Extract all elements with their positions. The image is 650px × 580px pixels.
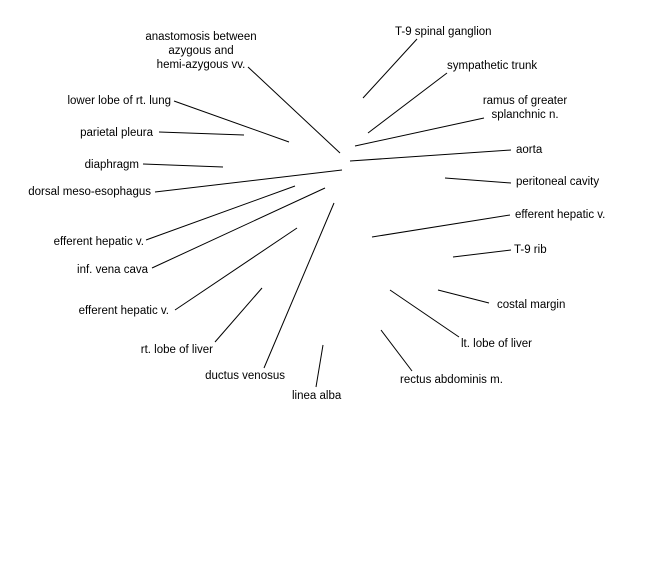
- label-anastomosis: anastomosis between azygous and hemi-azy…: [136, 30, 266, 72]
- leader-efferent-hepatic-left-2: [174, 227, 298, 311]
- leader-dorsal-meso: [154, 169, 343, 193]
- label-sympathetic-trunk: sympathetic trunk: [447, 60, 538, 72]
- label-rectus-abdominis: rectus abdominis m.: [400, 374, 503, 386]
- label-efferent-hepatic-left-2: efferent hepatic v.: [78, 305, 169, 317]
- leader-t9-rib: [452, 249, 512, 258]
- label-diaphragm: diaphragm: [84, 159, 139, 171]
- label-parietal-pleura: parietal pleura: [80, 127, 153, 139]
- label-lower-lobe-rt-lung: lower lobe of rt. lung: [67, 95, 171, 107]
- leader-rt-lobe-liver: [214, 287, 263, 343]
- label-lt-lobe-liver: lt. lobe of liver: [461, 338, 532, 350]
- label-costal-margin: costal margin: [497, 299, 566, 311]
- leader-t9-ganglion: [362, 38, 418, 99]
- leader-inf-vena-cava: [151, 187, 326, 269]
- label-peritoneal-cavity: peritoneal cavity: [516, 176, 600, 188]
- label-inf-vena-cava: inf. vena cava: [77, 264, 148, 276]
- leader-efferent-hepatic-right: [371, 214, 511, 238]
- leader-parietal-pleura: [158, 131, 245, 136]
- label-linea-alba: linea alba: [292, 390, 342, 402]
- leader-sympathetic-trunk: [367, 72, 448, 134]
- label-t9-spinal-ganglion: T-9 spinal ganglion: [395, 26, 492, 38]
- label-ramus-line-2: splanchnic n.: [491, 109, 559, 121]
- label-t9-rib: T-9 rib: [514, 244, 547, 256]
- label-dorsal-meso-esophagus: dorsal meso-esophagus: [28, 186, 151, 198]
- label-efferent-hepatic-left-1: efferent hepatic v.: [53, 236, 144, 248]
- leader-efferent-hepatic-left-1: [145, 185, 296, 241]
- label-ramus-line-1: ramus of greater: [482, 95, 568, 107]
- leader-peritoneal-cavity: [444, 177, 512, 184]
- label-anastomosis-line-1: anastomosis between: [145, 31, 257, 43]
- label-efferent-hepatic-right: efferent hepatic v.: [515, 209, 606, 221]
- leader-ramus: [354, 117, 485, 147]
- leader-diaphragm: [142, 163, 224, 168]
- leader-ductus-venosus: [263, 202, 335, 369]
- leader-linea-alba: [315, 344, 324, 388]
- leader-lt-lobe-liver: [389, 289, 460, 338]
- label-ramus-greater-splanchnic: ramus of greater splanchnic n.: [470, 94, 580, 122]
- label-ductus-venosus: ductus venosus: [205, 370, 285, 382]
- leader-lower-lobe: [173, 100, 290, 143]
- leader-rectus: [380, 329, 413, 372]
- label-aorta: aorta: [516, 144, 543, 156]
- leader-costal-margin: [437, 289, 490, 304]
- label-anastomosis-line-3: hemi-azygous vv.: [156, 59, 246, 71]
- leader-aorta: [349, 149, 512, 162]
- label-rt-lobe-liver: rt. lobe of liver: [140, 344, 213, 356]
- leader-anastomosis: [247, 66, 341, 154]
- label-anastomosis-line-2: azygous and: [168, 45, 234, 57]
